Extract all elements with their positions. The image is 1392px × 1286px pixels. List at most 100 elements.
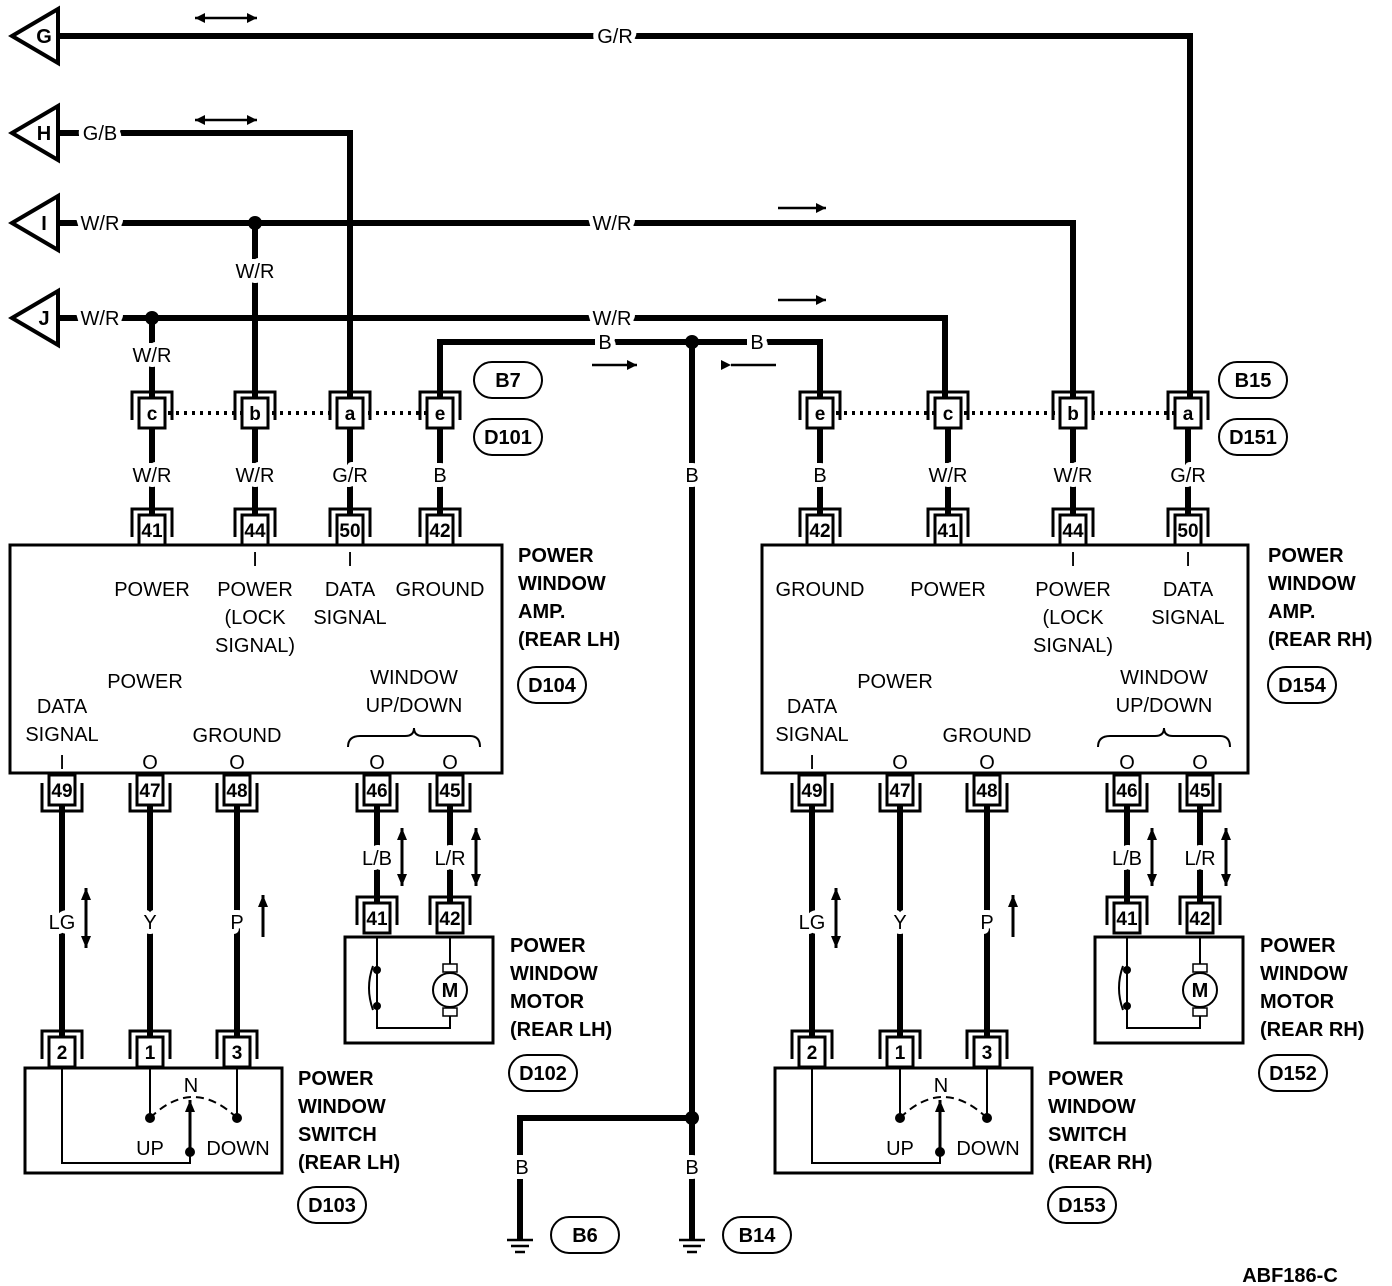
junction-dot	[895, 1113, 905, 1123]
ground-icon	[679, 1238, 705, 1254]
wire-w-r-i	[58, 220, 1076, 398]
pin-io-marker: I	[809, 752, 815, 774]
connector-box	[885, 1035, 915, 1069]
amp-pin: 42	[418, 507, 462, 547]
pin-io-marker: I	[1185, 549, 1191, 571]
connector-box	[47, 773, 77, 807]
amp-pin: 49	[40, 773, 84, 813]
motor-title: POWER	[1260, 935, 1336, 957]
amp-pin: 47	[128, 773, 172, 813]
connector-bracket	[1178, 783, 1222, 813]
connector-bracket	[790, 1029, 834, 1059]
pin-io-marker: O	[229, 752, 245, 774]
connector-id: D101	[484, 427, 532, 449]
pin-io-marker: O	[1119, 752, 1135, 774]
wire-color-label: Y	[143, 912, 156, 934]
wire-color-label: Y	[893, 912, 906, 934]
right-arrow-icon	[778, 203, 826, 213]
wire-w-r-j	[58, 315, 948, 398]
connector-id-outline	[1267, 666, 1337, 704]
joint-connector-pin: a	[1166, 390, 1210, 430]
amp-box	[8, 543, 504, 775]
wire-g-b	[58, 130, 353, 398]
switch-title: WINDOW	[298, 1096, 386, 1118]
connector-bracket	[130, 390, 174, 420]
switch-position-label: DOWN	[956, 1138, 1019, 1160]
amp-pin: 44	[233, 507, 277, 547]
connector-bracket	[40, 1029, 84, 1059]
switch-travel-arc	[899, 1096, 988, 1119]
connector-bracket	[1051, 390, 1095, 420]
arrow-head	[831, 888, 841, 900]
pin-number: 49	[51, 781, 72, 802]
arrow-head	[471, 874, 481, 886]
arrow-head	[816, 295, 826, 305]
amp-terminal-label: UP/DOWN	[366, 695, 463, 717]
amp-terminal-label: (LOCK	[1042, 607, 1104, 629]
connector-box	[933, 396, 963, 430]
wire-color-label: W/R	[133, 345, 172, 367]
connector-id: D104	[528, 675, 577, 697]
connector-box	[972, 1035, 1002, 1069]
connector-box	[135, 773, 165, 807]
motor-internal-wire	[376, 937, 451, 1029]
pin-io-marker: O	[1192, 752, 1208, 774]
switch-position-label: N	[934, 1075, 948, 1097]
junction-dot	[145, 1113, 155, 1123]
amp-terminal-label: UP/DOWN	[1116, 695, 1213, 717]
arrow-head	[816, 203, 826, 213]
arrow-head	[1221, 874, 1231, 886]
pin-io-marker: I	[1070, 549, 1076, 571]
pin-number: 2	[57, 1043, 68, 1064]
connector-box	[47, 1035, 77, 1069]
connector-id-outline	[1258, 1054, 1328, 1092]
arrow-head	[397, 828, 407, 840]
pin-number: b	[1067, 404, 1079, 425]
connector-bracket	[355, 895, 399, 925]
connector-i: I	[41, 213, 47, 235]
switch-pin: 1	[128, 1029, 172, 1069]
pin-number: a	[1183, 404, 1194, 425]
pin-number: 47	[889, 781, 910, 802]
wire-color-label: W/R	[236, 465, 275, 487]
pin-number: 42	[1189, 909, 1210, 930]
pin-io-marker: O	[442, 752, 458, 774]
amp-pin: 42	[798, 507, 842, 547]
connector-bracket	[233, 507, 277, 537]
motor-symbol: M	[1192, 980, 1209, 1002]
switch-lever-icon	[185, 1100, 195, 1152]
amp-terminal-label: DATA	[787, 696, 838, 718]
connector-bracket	[40, 783, 84, 813]
bidirectional-arrow-icon	[195, 115, 257, 125]
pin-number: 41	[937, 521, 959, 542]
wire-color-label: W/R	[236, 261, 275, 283]
connector-box	[1185, 773, 1215, 807]
wire-color-label: L/R	[434, 848, 465, 870]
connector-box	[1173, 396, 1203, 430]
connector-id-outline	[517, 666, 587, 704]
junction-dot	[145, 311, 159, 325]
wire-color-label: B	[433, 465, 446, 487]
connector-id: D154	[1278, 675, 1327, 697]
connector-h-triangle	[8, 102, 60, 164]
pin-number: c	[943, 404, 954, 425]
junction-dot	[685, 335, 699, 349]
connector-bracket	[130, 507, 174, 537]
pin-number: 42	[429, 521, 450, 542]
wire-color-label: P	[980, 912, 993, 934]
connector-box	[435, 773, 465, 807]
connector-j: J	[38, 308, 49, 330]
motor-title: WINDOW	[1260, 963, 1348, 985]
connector-id-outline	[1047, 1186, 1117, 1224]
motor-title: (REAR LH)	[510, 1019, 612, 1041]
amp-title: POWER	[518, 545, 594, 567]
connector-bracket	[328, 507, 372, 537]
connector-box	[1185, 901, 1215, 935]
amp-terminal-label: WINDOW	[370, 667, 458, 689]
amp-title: AMP.	[1268, 601, 1315, 623]
ground-point-id-outline	[722, 1216, 792, 1254]
arrow-head	[627, 360, 637, 370]
pin-number: 48	[976, 781, 997, 802]
connector-box	[797, 773, 827, 807]
switch-title: SWITCH	[1048, 1124, 1127, 1146]
